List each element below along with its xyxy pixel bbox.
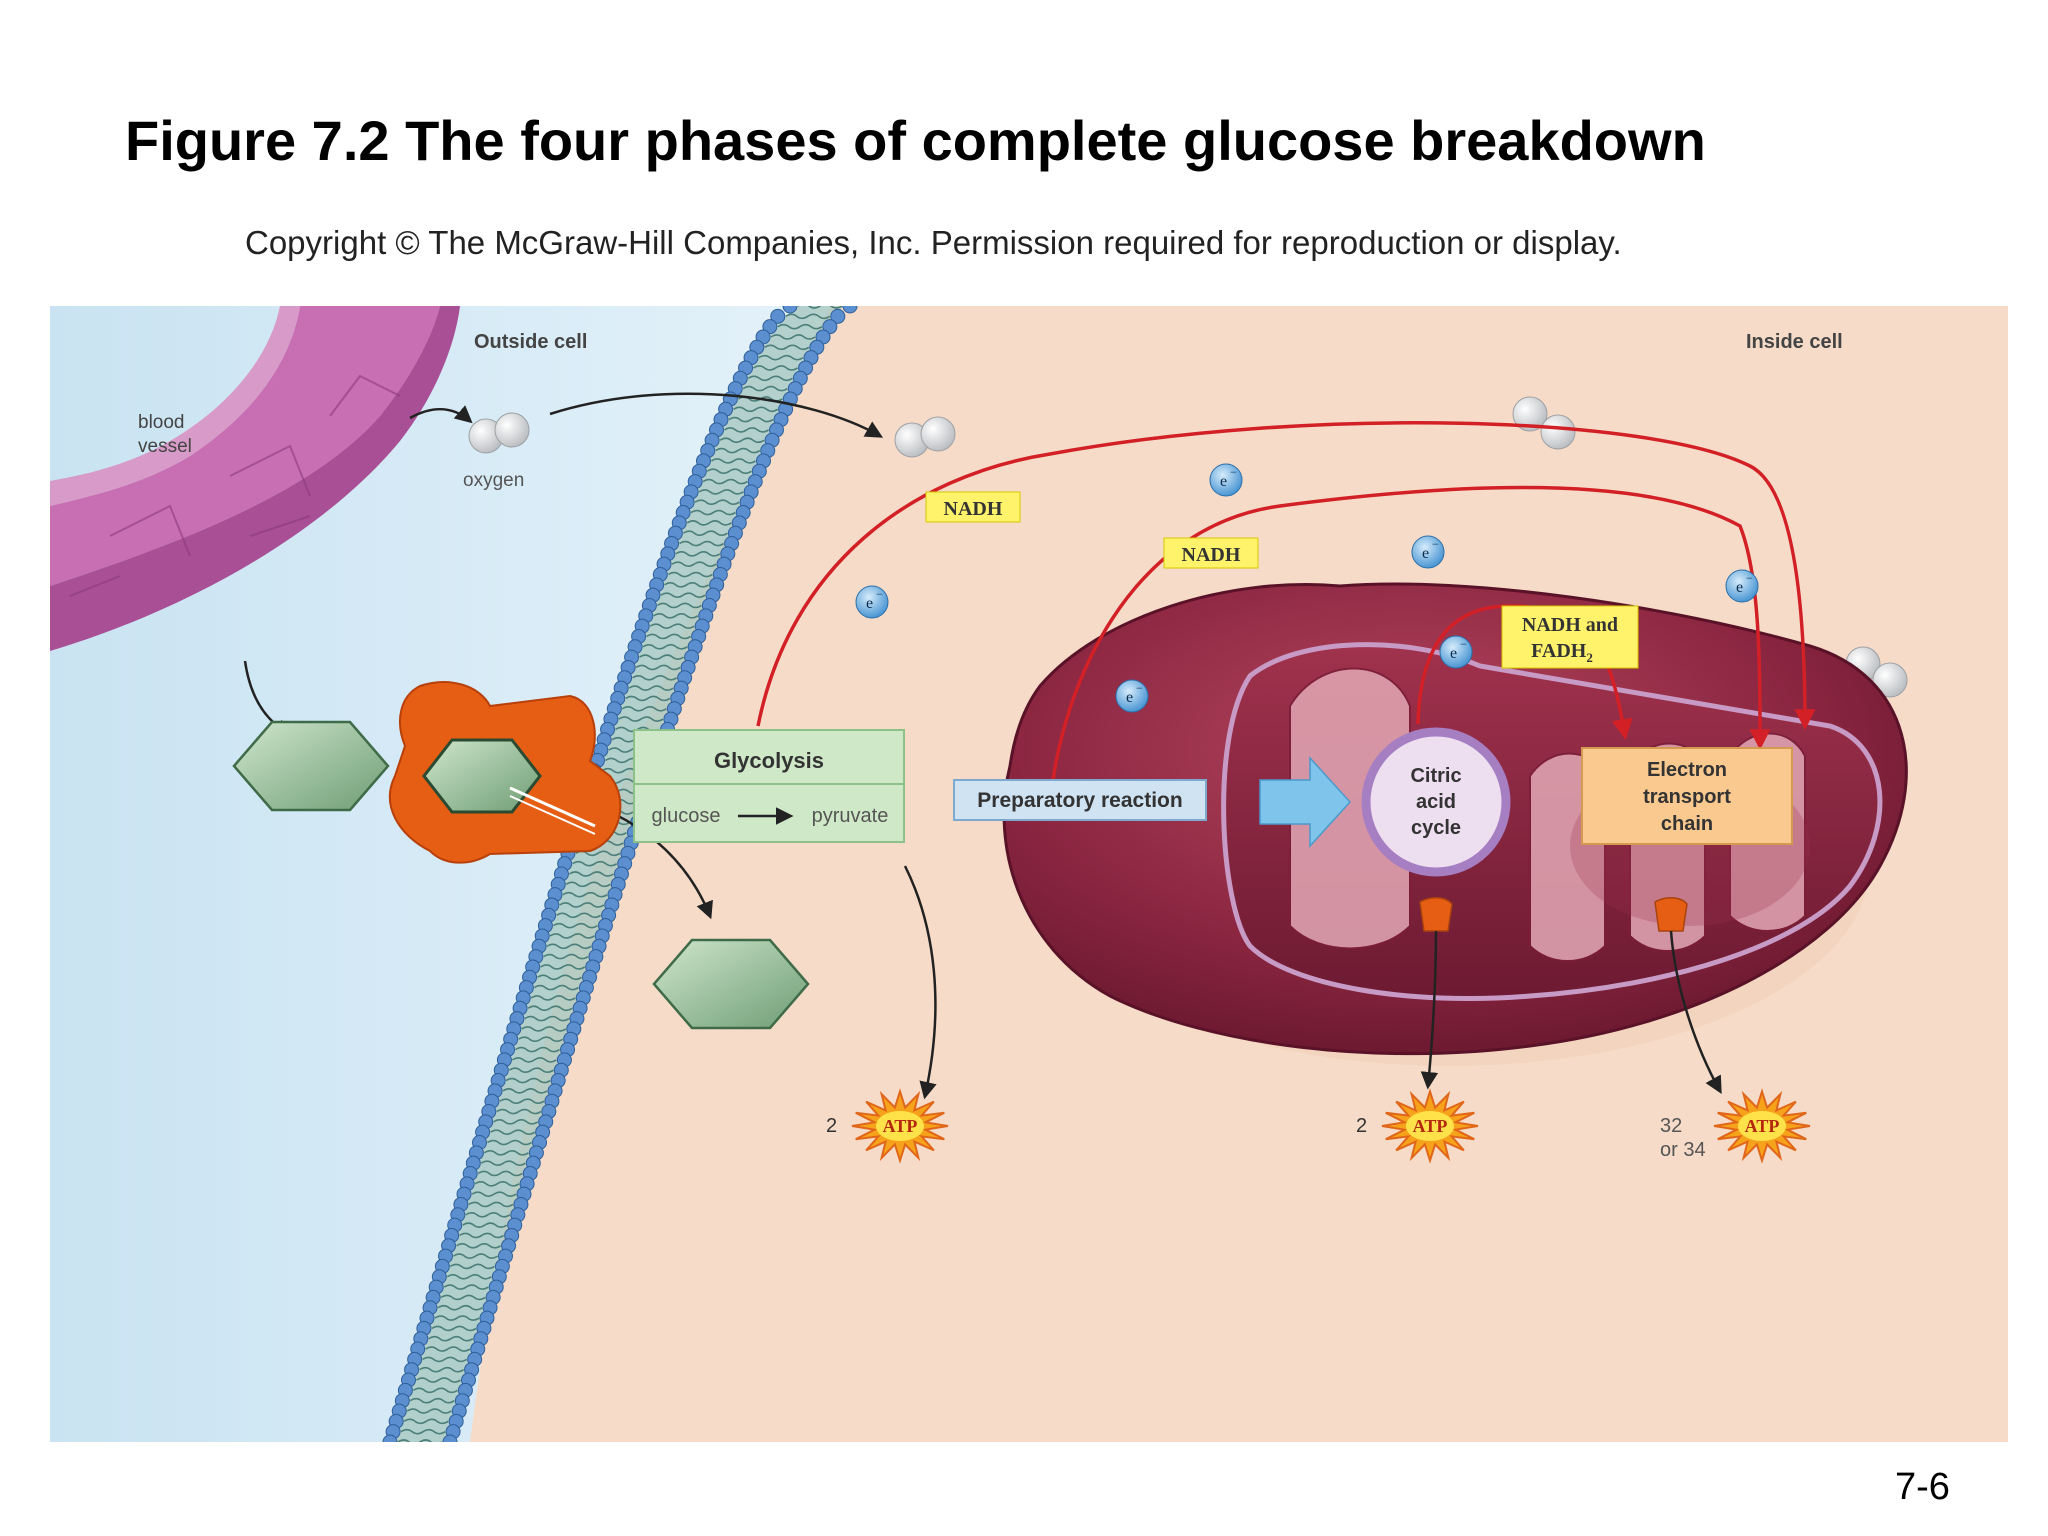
glycolysis-substrate: glucose xyxy=(652,805,721,827)
phospholipid-head xyxy=(842,306,858,314)
glucose-breakdown-figure: e − e − e − e − e − e − NADH NADH NADH a… xyxy=(50,306,2008,1442)
atp-starburst: ATP xyxy=(1381,1088,1479,1164)
atp-count-citric-acid: 2 xyxy=(1356,1115,1367,1137)
nadh-fadh2-label: NADH and FADH2 xyxy=(1501,605,1639,669)
oxygen-label: oxygen xyxy=(463,470,524,491)
extracellular-region xyxy=(50,306,830,1442)
svg-text:chain: chain xyxy=(1661,813,1713,835)
blood-vessel-label-line2: vessel xyxy=(138,436,192,457)
svg-text:NADH: NADH xyxy=(1182,544,1241,566)
atp-count-etc-alt: or 34 xyxy=(1660,1139,1706,1161)
phospholipid-head xyxy=(442,1434,458,1442)
etc-atp-arrow xyxy=(1669,930,1722,1095)
svg-text:−: − xyxy=(1432,537,1439,551)
blood-vessel-label: blood xyxy=(138,412,185,433)
slide-title: Figure 7.2 The four phases of complete g… xyxy=(125,109,1706,172)
svg-text:cycle: cycle xyxy=(1411,817,1461,839)
svg-text:Citric: Citric xyxy=(1410,765,1461,787)
oxygen-diffusion-arrow xyxy=(409,405,473,424)
electron: e − xyxy=(1411,535,1445,569)
atp-count-etc: 32 xyxy=(1660,1115,1682,1137)
svg-text:e: e xyxy=(1736,579,1743,596)
svg-text:Preparatory reaction: Preparatory reaction xyxy=(977,789,1182,812)
svg-text:NADH and: NADH and xyxy=(1522,614,1618,636)
inside-cell-label: Inside cell xyxy=(1746,331,1843,353)
phospholipid-head xyxy=(782,306,798,314)
glucose-transporter xyxy=(389,681,622,864)
oxygen-molecule xyxy=(1512,396,1576,450)
pyruvate-flow-arrow xyxy=(1259,756,1352,848)
svg-text:−: − xyxy=(876,587,883,601)
atp-count-glycolysis: 2 xyxy=(826,1115,837,1137)
glycolysis-box: Glycolysis glucose pyruvate xyxy=(633,729,905,843)
svg-text:e: e xyxy=(1422,545,1429,562)
svg-text:e: e xyxy=(1220,473,1227,490)
phospholipid-head xyxy=(822,319,838,335)
atp-label: ATP xyxy=(883,1116,918,1136)
blood-vessel xyxy=(50,306,460,651)
glucose-molecule xyxy=(232,720,390,812)
phospholipid-head xyxy=(830,308,846,324)
glycolysis-atp-arrow xyxy=(903,865,937,1100)
nadh-label: NADH xyxy=(925,491,1021,523)
electron: e − xyxy=(1725,569,1759,603)
copyright-notice: Copyright © The McGraw-Hill Companies, I… xyxy=(245,224,1622,261)
atp-label: ATP xyxy=(1413,1116,1448,1136)
svg-text:−: − xyxy=(1460,637,1467,651)
electron: e − xyxy=(855,585,889,619)
atp-synthase xyxy=(1419,897,1453,932)
svg-text:NADH: NADH xyxy=(944,498,1003,520)
atp-synthase xyxy=(1654,897,1688,932)
phospholipid-head xyxy=(770,308,786,324)
glycolysis-title: Glycolysis xyxy=(714,748,824,773)
oxygen-entry-arrow xyxy=(549,392,884,438)
svg-text:−: − xyxy=(1136,681,1143,695)
svg-text:e: e xyxy=(866,595,873,612)
phospholipid-head xyxy=(382,1434,398,1442)
svg-text:e: e xyxy=(1126,689,1133,706)
svg-text:Electron: Electron xyxy=(1647,759,1727,781)
outside-cell-label: Outside cell xyxy=(474,331,587,353)
svg-text:FADH2: FADH2 xyxy=(1531,640,1593,665)
atp-starburst: ATP xyxy=(1713,1088,1811,1164)
electron: e − xyxy=(1439,635,1473,669)
oxygen-molecule xyxy=(468,412,530,454)
slide-number: 7-6 xyxy=(1895,1466,1950,1508)
atp-starburst: ATP xyxy=(851,1088,949,1164)
glycolysis-product: pyruvate xyxy=(812,805,889,827)
svg-text:−: − xyxy=(1746,571,1753,585)
svg-text:transport: transport xyxy=(1643,786,1731,808)
preparatory-reaction-box: Preparatory reaction xyxy=(953,779,1207,821)
nadh-label: NADH xyxy=(1163,537,1259,569)
svg-text:acid: acid xyxy=(1416,791,1456,813)
citric-acid-atp-arrow xyxy=(1420,930,1439,1090)
citric-acid-cycle: Citric acid cycle xyxy=(1361,727,1511,877)
oxygen-molecule xyxy=(894,416,956,458)
svg-text:−: − xyxy=(1230,465,1237,479)
electron-transport-chain-box: Electron transport chain xyxy=(1581,747,1793,845)
electron: e − xyxy=(1115,679,1149,713)
phospholipid-head xyxy=(762,319,778,335)
electron: e − xyxy=(1209,463,1243,497)
svg-text:e: e xyxy=(1450,645,1457,662)
electron-path-glycolysis xyxy=(756,421,1816,731)
glucose-molecule xyxy=(652,938,810,1030)
atp-label: ATP xyxy=(1745,1116,1780,1136)
